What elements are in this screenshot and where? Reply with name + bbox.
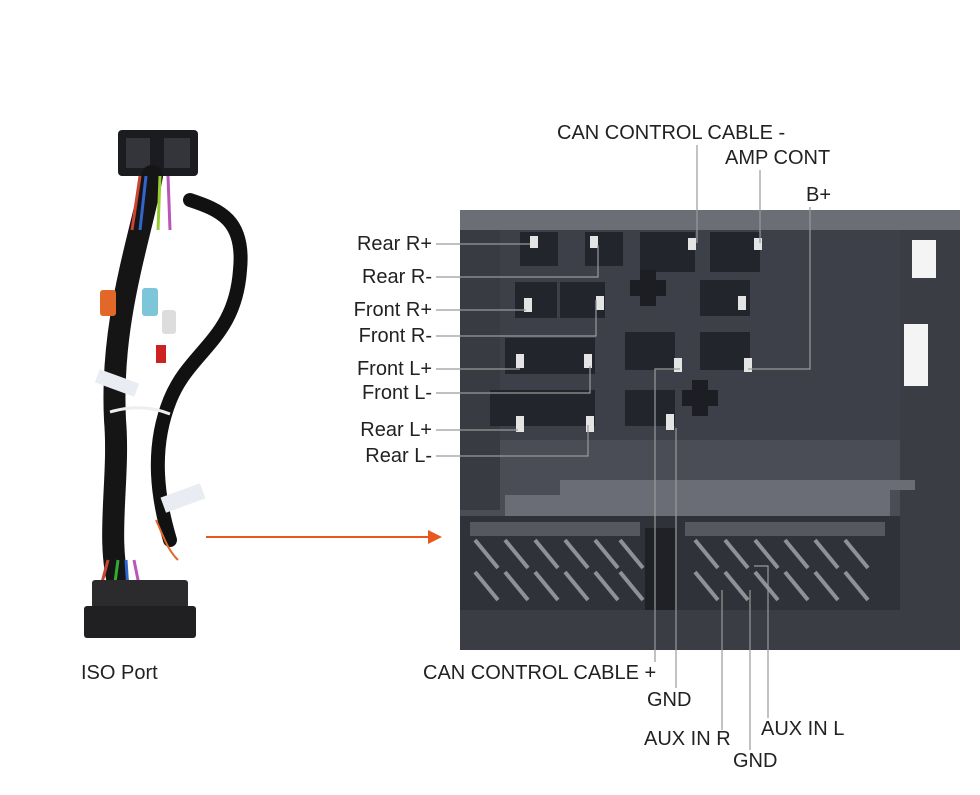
label-front-r-minus: Front R- [358,325,432,347]
pointer-arrow [206,530,442,544]
label-rear-l-plus: Rear L+ [360,419,432,441]
label-aux-in-l: AUX IN L [761,718,845,740]
label-aux-in-r: AUX IN R [644,728,731,750]
label-amp-cont: AMP CONT [725,147,831,169]
label-front-l-minus: Front L- [361,382,432,404]
label-front-r-plus: Front R+ [353,299,432,321]
label-b-plus: B+ [806,184,832,206]
label-gnd-1: GND [647,689,692,711]
connector-closeup [460,210,960,650]
label-rear-r-minus: Rear R- [361,266,432,288]
label-rear-r-plus: Rear R+ [356,233,432,255]
iso-port-caption: ISO Port [81,662,158,684]
label-front-l-plus: Front L+ [356,358,432,380]
label-can-control-cable-plus: CAN CONTROL CABLE + [423,662,657,684]
label-can-control-cable-minus: CAN CONTROL CABLE - [557,122,786,144]
harness-illustration [84,130,248,638]
label-gnd-2: GND [733,750,778,772]
label-rear-l-minus: Rear L- [365,445,432,467]
